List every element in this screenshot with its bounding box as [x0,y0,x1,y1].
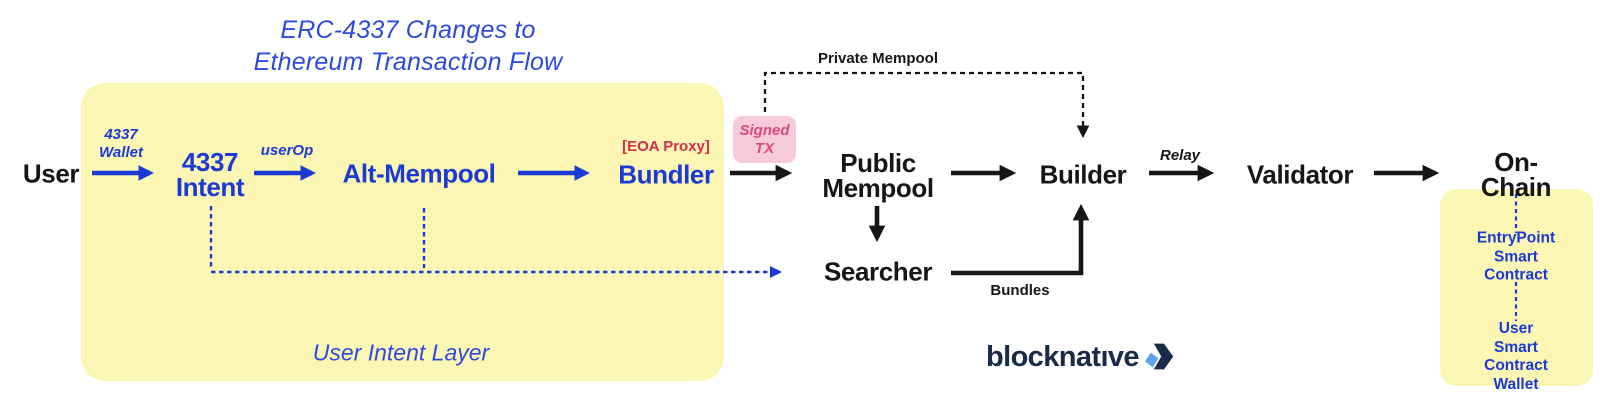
node-public-mempool: Public Mempool [822,148,934,203]
blocknative-mark-icon [1144,342,1175,371]
label-private-mempool: Private Mempool [817,50,939,67]
node-on-chain: On-Chain [1480,147,1552,202]
user-intent-layer-caption: User Intent Layer [312,339,490,366]
node-searcher: Searcher [823,256,933,287]
node-4337-intent: 4337 Intent [175,147,245,202]
label-entrypoint-contract: EntryPoint Smart Contract [1476,229,1556,284]
node-user: User [22,158,80,189]
node-validator: Validator [1246,159,1354,190]
node-bundler: Bundler [618,159,714,190]
blocknative-logo: blocknatıve [986,341,1175,374]
blocknative-wordmark: blocknatıve [986,341,1140,373]
diagram-title: ERC-4337 Changes to Ethereum Transaction… [253,16,563,76]
node-alt-mempool: Alt-Mempool [342,158,496,189]
label-eoa-proxy: [EOA Proxy] [622,138,710,155]
label-user-smart-wallet: User Smart Contract Wallet [1484,320,1548,393]
edge-label-bundles: Bundles [990,282,1050,299]
arrow-searcher-bundles-to-builder [951,203,1090,276]
edge-label-4337-wallet: 4337 Wallet [99,126,143,161]
dashed-private-mempool-route [763,71,1090,139]
edge-label-userop: userOp [260,142,314,159]
dashed-intent-to-searcher [209,206,782,278]
on-chain-detail-panel [1440,189,1593,386]
edge-label-relay: Relay [1159,147,1201,164]
public-flow-arrows [730,164,1440,276]
signed-tx-label: Signed TX [739,121,790,157]
node-builder: Builder [1039,159,1127,190]
user-intent-layer-panel [81,83,724,381]
signed-tx-badge: Signed TX [733,116,796,163]
